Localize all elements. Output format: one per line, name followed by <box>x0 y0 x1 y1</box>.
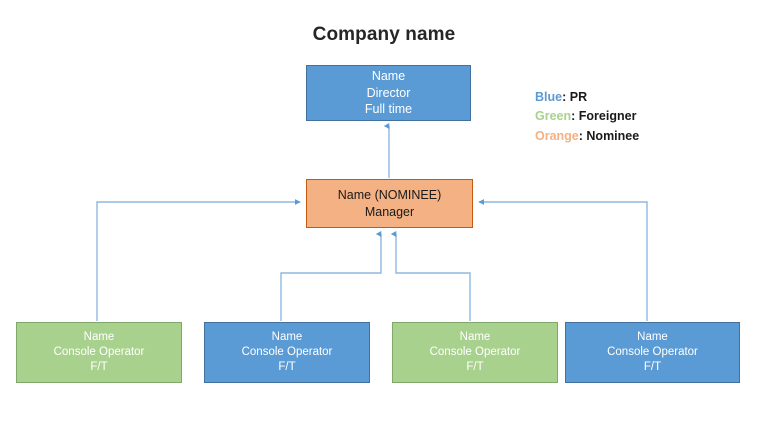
legend: Blue: PR Green: Foreigner Orange: Nomine… <box>535 88 639 146</box>
legend-item-green-key: Green <box>535 109 572 124</box>
node-console-operator-3[interactable]: Name Console Operator F/T <box>392 322 558 383</box>
node-console-operator-1-line1: Name <box>83 330 115 343</box>
connector-op4-to-manager <box>478 199 648 321</box>
node-director-line2: Director <box>366 85 411 100</box>
node-director-line3: Full time <box>364 102 413 117</box>
legend-item-blue: Blue: PR <box>535 88 639 107</box>
node-console-operator-4[interactable]: Name Console Operator F/T <box>565 322 740 383</box>
legend-item-green-value: Foreigner <box>578 109 637 124</box>
node-console-operator-1-line3: F/T <box>90 361 108 374</box>
page-title: Company name <box>312 24 456 45</box>
node-console-operator-1[interactable]: Name Console Operator F/T <box>16 322 182 383</box>
legend-item-green-separator: : <box>571 109 579 124</box>
legend-item-blue-key: Blue <box>535 90 563 104</box>
legend-item-blue-value: PR <box>569 90 588 104</box>
node-console-operator-4-line2: Console Operator <box>607 345 698 358</box>
node-console-operator-1-line2: Console Operator <box>53 345 145 358</box>
connector-op3-to-manager <box>390 231 471 321</box>
node-console-operator-2-line2: Console Operator <box>241 345 333 358</box>
node-director[interactable]: Name Director Full time <box>306 65 471 121</box>
legend-item-orange: Orange: Nominee <box>535 127 639 146</box>
node-manager[interactable]: Name (NOMINEE) Manager <box>306 179 473 228</box>
node-console-operator-3-line1: Name <box>459 330 491 343</box>
legend-item-orange-key: Orange <box>535 128 579 143</box>
connector-op2-to-manager <box>280 231 382 321</box>
node-console-operator-2[interactable]: Name Console Operator F/T <box>204 322 370 383</box>
node-manager-line1: Name (NOMINEE) <box>337 188 442 202</box>
node-console-operator-3-line3: F/T <box>466 361 484 374</box>
node-console-operator-3-line2: Console Operator <box>429 345 521 358</box>
node-director-line1: Name <box>371 69 406 84</box>
connector-op1-to-manager <box>96 199 301 321</box>
node-console-operator-4-line1: Name <box>637 330 668 343</box>
legend-item-orange-separator: : <box>578 128 587 143</box>
node-manager-line2: Manager <box>364 204 415 219</box>
legend-item-orange-value: Nominee <box>586 128 640 143</box>
legend-item-green: Green: Foreigner <box>535 107 639 126</box>
legend-item-blue-separator: : <box>562 90 570 104</box>
node-console-operator-4-line3: F/T <box>643 361 662 374</box>
node-console-operator-2-line3: F/T <box>278 361 296 374</box>
node-console-operator-2-line1: Name <box>271 330 303 343</box>
